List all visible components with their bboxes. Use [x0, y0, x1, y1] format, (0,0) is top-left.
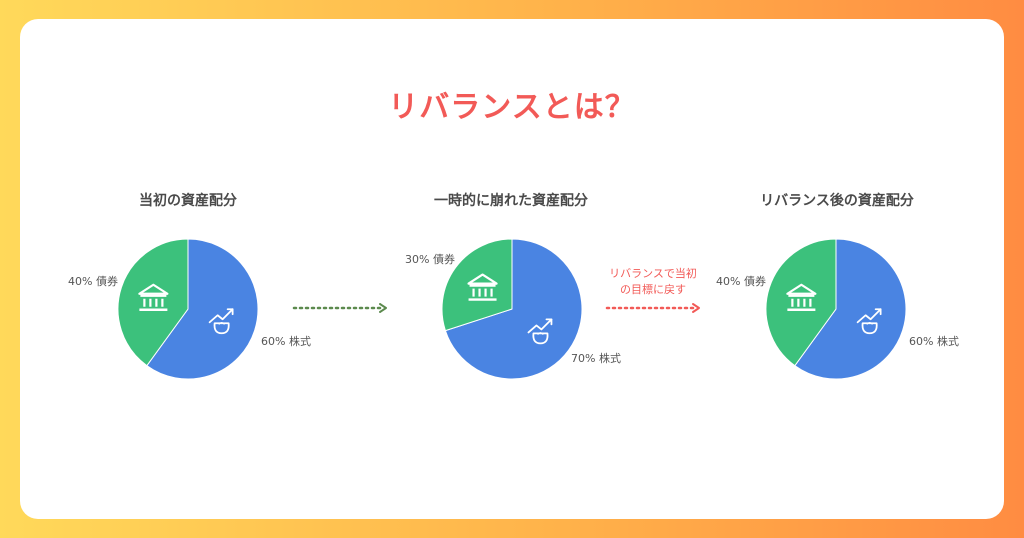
pie-slice-bonds — [765, 238, 837, 367]
bonds-label-rebalanced: 40% 債券 — [716, 275, 766, 288]
bank-icon — [138, 283, 169, 311]
growth-plant-icon — [856, 308, 882, 335]
pie-slice-stocks — [794, 238, 907, 380]
panel-title-rebalanced: リバランス後の資産配分 — [760, 193, 914, 209]
bank-icon — [786, 283, 817, 311]
transition-arrow-red — [605, 303, 700, 313]
pie-chart-drifted — [441, 238, 583, 380]
panel-title-initial: 当初の資産配分 — [139, 193, 237, 209]
bank-icon — [467, 273, 498, 301]
pie-slice-bonds — [117, 238, 189, 367]
pie-slice-stocks — [146, 238, 259, 380]
growth-plant-icon — [208, 308, 234, 335]
stocks-label-drifted: 70% 株式 — [571, 352, 621, 365]
bonds-label-drifted: 30% 債券 — [405, 253, 455, 266]
rebalance-arrow-label: リバランスで当初 の目標に戻す — [598, 266, 708, 298]
page-title: リバランスとは？ — [388, 90, 636, 125]
stocks-label-initial: 60% 株式 — [261, 335, 311, 348]
growth-plant-icon — [527, 318, 553, 345]
stocks-label-rebalanced: 60% 株式 — [909, 335, 959, 348]
pie-chart-initial — [117, 238, 259, 380]
bonds-label-initial: 40% 債券 — [68, 275, 118, 288]
transition-arrow-green — [292, 303, 387, 313]
pie-slice-stocks — [444, 238, 583, 380]
rebalance-arrow-label-line1: リバランスで当初 — [609, 267, 697, 280]
rebalance-arrow-label-line2: の目標に戻す — [620, 283, 686, 296]
pie-chart-rebalanced — [765, 238, 907, 380]
panel-title-drifted: 一時的に崩れた資産配分 — [434, 193, 588, 209]
